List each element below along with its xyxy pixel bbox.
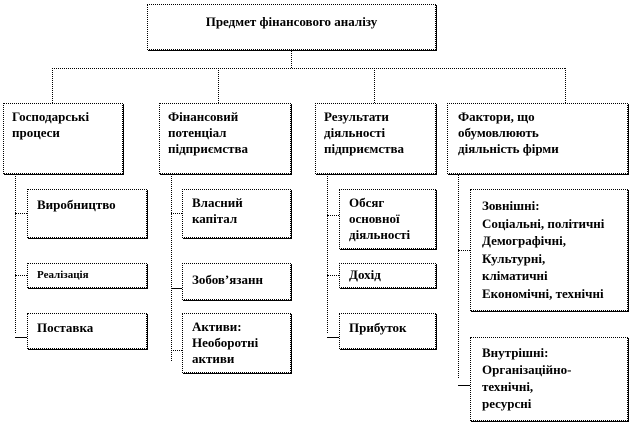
connector [374,68,375,103]
connector [52,68,565,69]
connector [15,275,27,276]
connector [565,68,566,103]
item-node: Виробництво [27,189,147,238]
connector [171,350,182,351]
connector [218,68,219,103]
item-node: Прибуток [339,313,436,349]
item-label: Прибуток [349,320,407,335]
category-label: Результати діяльності підприємства [324,109,405,156]
item-label: Внутрішні: Організаційно- технічні, ресу… [482,345,572,411]
item-label: Виробництво [37,197,116,212]
connector [15,173,16,333]
item-node: Поставка [27,313,147,349]
item-node: Активи: Необоротні активи [182,313,291,373]
root-node: Предмет фінансового аналізу [147,4,436,50]
item-label: Поставка [37,320,94,335]
connector [458,250,470,251]
connector [327,173,328,333]
connector [291,50,292,68]
connector [458,173,459,378]
category-label: Господарські процеси [12,109,90,140]
connector [171,288,182,289]
item-node: Внутрішні: Організаційно- технічні, ресу… [470,337,628,421]
connector [171,173,172,361]
category-label: Фактори, що обумовлюють діяльність фірми [458,109,559,156]
category-label: Фінансовий потенціал підприємства [168,109,249,156]
connector [327,337,339,338]
item-label: Власний капітал [192,195,243,226]
connector [171,213,182,214]
item-label: Зовнішні: Соціальні, політичні Демографі… [482,198,605,301]
item-label: Зобов’язанн [192,272,263,287]
connector [15,337,27,338]
item-node: Зобов’язанн [182,263,291,300]
item-label: Обсяг основної діяльності [349,195,411,242]
item-node: Реалізація [27,263,147,288]
connector [15,213,27,214]
item-label: Реалізація [37,269,89,281]
item-node: Власний капітал [182,189,291,238]
category-node: Результати діяльності підприємства [315,103,436,174]
root-label: Предмет фінансового аналізу [205,14,378,29]
item-node: Зовнішні: Соціальні, політичні Демографі… [470,189,628,311]
item-label: Дохід [349,267,381,282]
item-node: Дохід [339,263,436,288]
category-node: Господарські процеси [3,103,123,174]
connector [327,275,339,276]
connector [52,68,53,103]
connector [458,385,470,386]
connector [327,215,339,216]
category-node: Фінансовий потенціал підприємства [159,103,291,174]
category-node: Фактори, що обумовлюють діяльність фірми [447,103,628,174]
item-label: Активи: Необоротні активи [192,319,259,366]
item-node: Обсяг основної діяльності [339,189,436,249]
